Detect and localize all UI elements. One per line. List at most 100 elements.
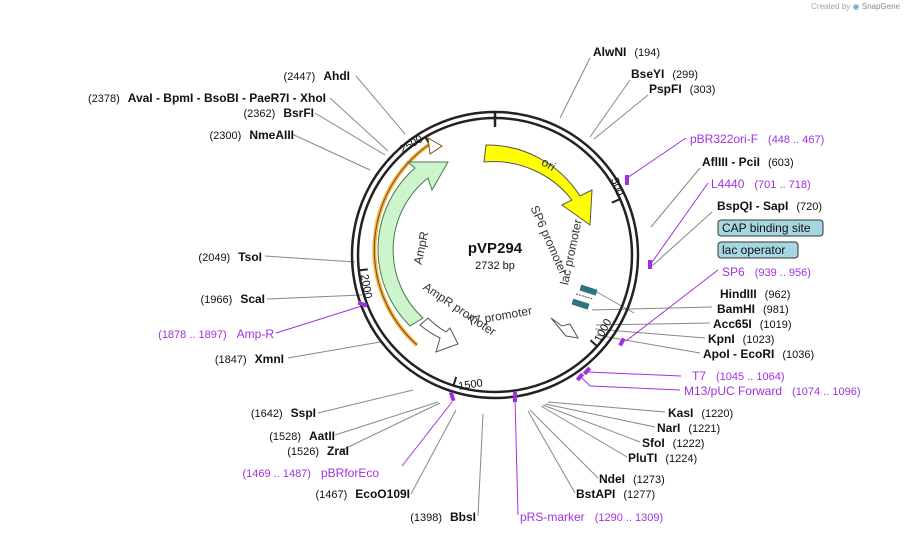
ruler-label: 500 [608,176,626,197]
ampr-label: AmpR [411,230,432,266]
svg-text:KasI(1220): KasI(1220) [668,406,733,420]
primer-range: (939 .. 956) [755,267,811,279]
enzyme-name: NarI [657,421,680,435]
enzyme-name: AlwNI [593,45,626,59]
enzyme-name: BsrFI [283,106,314,120]
enzyme-pos: (1526) [287,446,319,458]
svg-text:ApoI - EcoRI(1036): ApoI - EcoRI (1036) [703,347,814,361]
enzyme-pos: (1642) [251,408,283,420]
enzyme-pos: (1277) [623,489,655,501]
plasmid-name: pVP294 [468,240,523,257]
enzyme-pos: (1966) [201,294,233,306]
svg-text:(1528)AatII: (1528)AatII [269,429,335,443]
svg-text:(2378)AvaI - BpmI - BsoBI - Pa: (2378) AvaI - BpmI - BsoBI - PaeR7I - Xho… [88,91,326,105]
enzyme-pos: (1847) [215,354,247,366]
enzyme-name: ZraI [327,444,349,458]
ruler-tick [589,339,598,348]
svg-text:(2300)NmeAIII: (2300) NmeAIII [210,128,294,142]
ampr-feature[interactable] [377,161,449,327]
credit-brand: SnapGene [861,2,900,11]
svg-text:(1847)XmnI: (1847) XmnI [215,352,284,366]
ruler-tick [452,376,458,386]
svg-text:AlwNI(194): AlwNI(194) [593,45,660,59]
primer-range: (448 .. 467) [768,134,824,146]
enzyme-name: PspFI [649,82,682,96]
primer-name: L4440 [711,177,745,191]
primer-name: pBR322ori-F [690,132,758,146]
svg-text:BspQI - SapI(720): BspQI - SapI(720) [717,199,822,213]
primer-name: pRS-marker [520,510,585,524]
enzyme-name: BspQI - SapI [717,199,788,213]
svg-text:T7(1045 .. 1064): T7 (1045 .. 1064) [692,369,785,383]
enzyme-name: ApoI - EcoRI [703,347,774,361]
ruler-tick [611,198,621,204]
ampr-promoter-feature[interactable] [419,317,459,353]
svg-text:NarI(1221): NarI (1221) [657,421,720,435]
primer-range: (1045 .. 1064) [716,371,785,383]
svg-text:(1966)ScaI: (1966)ScaI [201,292,265,306]
svg-text:(1398)BbsI: (1398)BbsI [410,510,476,524]
enzyme-name: BstAPI [576,487,615,501]
enzyme-name: BseYI [631,67,664,81]
leader-lines [264,57,713,517]
snapgene-logo-icon: ◉ [852,2,860,11]
enzyme-pos: (1221) [688,423,720,435]
primer-name: Amp-R [237,327,275,341]
enzyme-pos: (1273) [633,474,665,486]
svg-text:PluTI(1224): PluTI(1224) [628,451,697,465]
plasmid-backbone [350,110,640,400]
primer-name: pBRforEco [321,466,379,480]
svg-text:SfoI(1222): SfoI(1222) [642,436,704,450]
ruler-tick [358,268,368,272]
primer-name: T7 [692,369,706,383]
enzyme-pos: (1220) [701,408,733,420]
ruler-label: 1500 [458,377,484,392]
svg-text:(1469 .. 1487)pBRforEco: (1469 .. 1487)pBRforEco [242,466,379,480]
badge-lac-operator[interactable]: lac operator [717,241,799,259]
enzyme-name: BamHI [717,302,755,316]
primer-range: (701 .. 718) [754,179,810,191]
enzyme-name: KpnI [708,332,735,346]
enzyme-pos: (1036) [782,349,814,361]
enzyme-pos: (2300) [210,130,242,142]
enzyme-pos: (303) [690,84,716,96]
svg-text:(1878 .. 1897)Amp-R: (1878 .. 1897) Amp-R [158,327,274,341]
enzyme-name: HindIII [720,287,757,301]
enzyme-name: AhdI [323,69,350,83]
enzyme-pos: (603) [768,157,794,169]
svg-text:(2049)TsoI: (2049)TsoI [198,250,262,264]
enzyme-pos: (1467) [316,489,348,501]
svg-text:PspFI(303): PspFI (303) [649,82,715,96]
svg-text:(1526)ZraI: (1526) ZraI [287,444,349,458]
enzyme-pos: (2378) [88,93,120,105]
ruler-label: 2000 [358,273,374,299]
svg-text:(1642)SspI: (1642)SspI [251,406,316,420]
enzyme-pos: (299) [672,69,698,81]
primer-name: M13/pUC Forward [684,384,782,398]
ori-feature[interactable] [483,144,593,226]
enzyme-name: NmeAIII [249,128,294,142]
primer-range: (1074 .. 1096) [792,386,861,398]
svg-text:BamHI(981): BamHI(981) [717,302,789,316]
svg-text:BstAPI(1277): BstAPI (1277) [576,487,655,501]
enzyme-name: XmnI [255,352,284,366]
primer-range: (1878 .. 1897) [158,329,227,341]
t7-promoter-arrow[interactable] [550,317,579,339]
lac-operator-label: lac operator [722,243,785,257]
badge-cap-binding-site[interactable]: CAP binding site [717,219,824,237]
svg-text:KpnI(1023): KpnI(1023) [708,332,774,346]
svg-text:HindIII(962): HindIII(962) [720,287,790,301]
svg-text:(1467)EcoO109I: (1467)EcoO109I [316,487,411,501]
cap-binding-site-label: CAP binding site [722,221,811,235]
enzyme-pos: (1224) [665,453,697,465]
svg-text:pBR322ori-F(448 .. 467): pBR322ori-F (448 .. 467) [690,132,824,146]
enzyme-name: SfoI [642,436,665,450]
svg-text:NdeI(1273): NdeI(1273) [599,472,665,486]
svg-text:(2447)AhdI: (2447)AhdI [284,69,350,83]
enzyme-name: BbsI [450,510,476,524]
primer-name: SP6 [722,265,745,279]
enzyme-name: AvaI - BpmI - BsoBI - PaeR7I - XhoI [128,91,326,105]
t7-promoter-label: T7 promoter [466,303,533,328]
plasmid-length: 2732 bp [475,260,515,272]
